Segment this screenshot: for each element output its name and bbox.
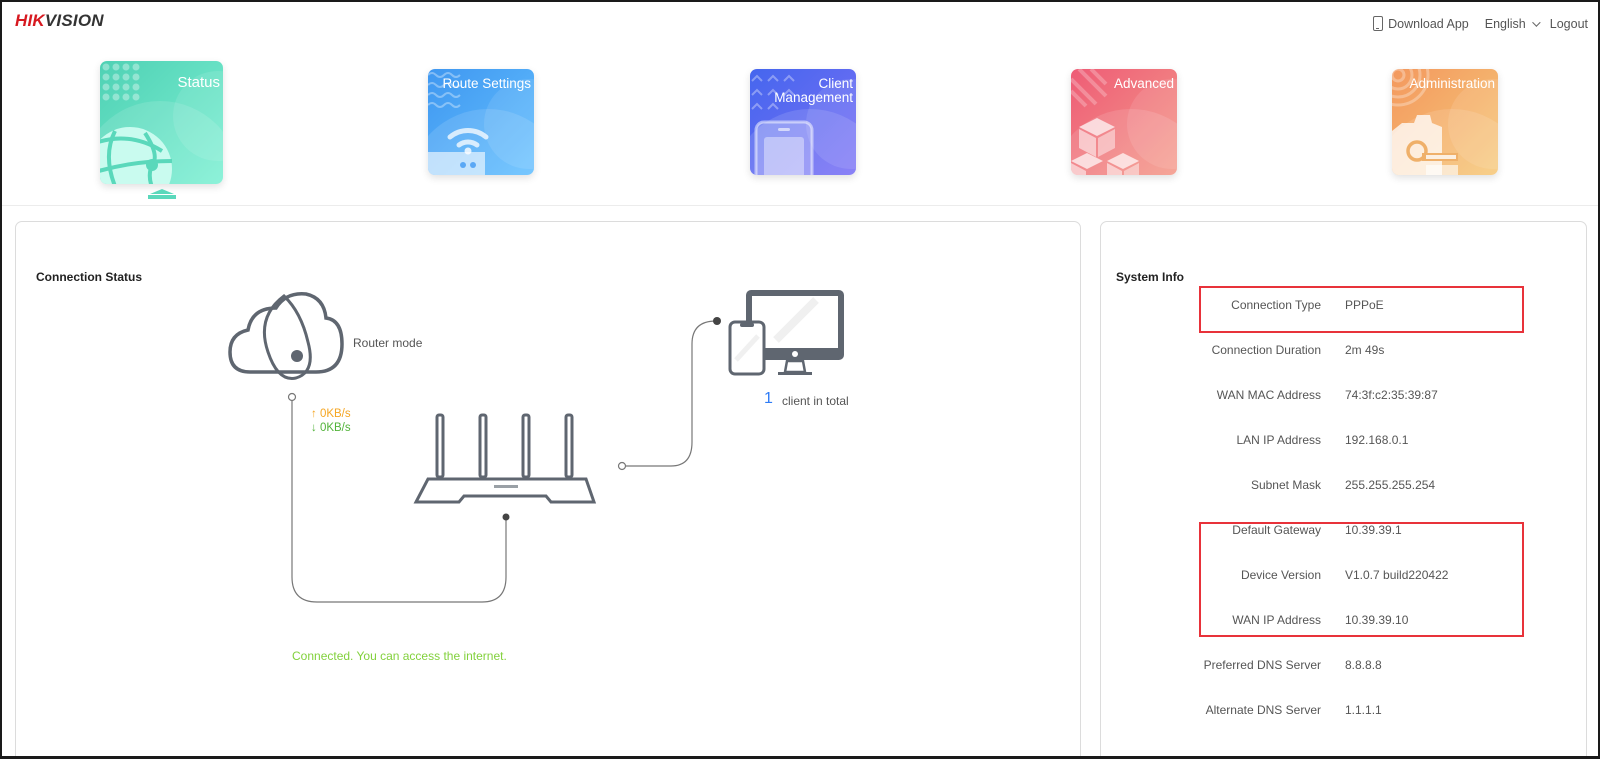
- info-row-alternate-dns: Alternate DNS Server 1.1.1.1: [1101, 703, 1588, 723]
- language-label: English: [1484, 16, 1526, 31]
- info-label: WAN MAC Address: [1216, 388, 1321, 402]
- logout-link[interactable]: Logout: [1550, 17, 1588, 31]
- client-port-dot: [713, 317, 721, 325]
- tile-decoration: [750, 109, 856, 175]
- info-row-subnet-mask: Subnet Mask 255.255.255.254: [1101, 478, 1588, 498]
- monitor-icon: [746, 290, 844, 375]
- gear-icon: [1392, 69, 1458, 175]
- nav-tile-status[interactable]: Status: [100, 61, 223, 184]
- client-count-label: client in total: [782, 394, 849, 408]
- hikvision-logo[interactable]: HIKVISION: [15, 11, 104, 31]
- logout-label: Logout: [1549, 16, 1588, 31]
- phone-icon: [751, 74, 814, 175]
- nav-tile-label: Administration: [1409, 76, 1495, 91]
- info-row-connection-type: Connection Type PPPoE: [1101, 298, 1588, 318]
- download-speed: ↓ 0KB/s: [311, 422, 351, 434]
- info-value: PPPoE: [1345, 298, 1384, 312]
- nav-tile-label: Client Management: [774, 76, 853, 105]
- nav-tile-administration[interactable]: Administration: [1392, 69, 1498, 175]
- client-count[interactable]: 1: [764, 390, 773, 407]
- nav-tile-label: Advanced: [1113, 76, 1174, 91]
- info-value: 192.168.0.1: [1345, 433, 1409, 447]
- download-app-label: Download App: [1388, 16, 1469, 31]
- info-label: Connection Type: [1231, 298, 1321, 312]
- nav-tile-label: Status: [177, 74, 220, 91]
- info-row-wan-ip: WAN IP Address 10.39.39.10: [1101, 613, 1588, 633]
- router-led: [494, 485, 518, 488]
- panel-title: System Info: [1116, 270, 1185, 284]
- info-value: 1.1.1.1: [1345, 703, 1382, 717]
- main-nav: Status Route Settings: [0, 0, 1600, 206]
- info-value: 8.8.8.8: [1345, 658, 1382, 672]
- cloud-icon: [228, 292, 344, 380]
- info-value: 255.255.255.254: [1345, 478, 1436, 492]
- lan-link-line: [626, 320, 717, 467]
- router-mode-label: Router mode: [353, 336, 423, 350]
- info-label: Alternate DNS Server: [1205, 703, 1321, 717]
- info-row-default-gateway: Default Gateway 10.39.39.1: [1101, 523, 1588, 543]
- info-row-connection-duration: Connection Duration 2m 49s: [1101, 343, 1588, 363]
- upload-speed: ↑ 0KB/s: [311, 408, 351, 420]
- info-value: 74:3f:c2:35:39:87: [1345, 388, 1438, 402]
- info-row-device-version: Device Version V1.0.7 build220422: [1101, 568, 1588, 588]
- info-value: 2m 49s: [1345, 343, 1385, 357]
- info-row-wan-mac: WAN MAC Address 74:3f:c2:35:39:87: [1101, 388, 1588, 408]
- info-label: Preferred DNS Server: [1203, 658, 1321, 672]
- wan-link-line: [291, 401, 507, 603]
- router-icon: [413, 413, 597, 504]
- language-select[interactable]: English: [1484, 16, 1541, 31]
- connection-status-panel: Connection Status: [15, 221, 1081, 759]
- smartphone-icon: [728, 320, 766, 376]
- info-label: Subnet Mask: [1250, 478, 1321, 492]
- download-app-link[interactable]: Download App: [1373, 16, 1469, 31]
- top-bar: Download App English Logout: [1373, 16, 1588, 31]
- info-row-preferred-dns: Preferred DNS Server 8.8.8.8: [1101, 658, 1588, 678]
- info-label: LAN IP Address: [1236, 433, 1322, 447]
- system-info-panel: System Info Connection Type PPPoE Connec…: [1100, 221, 1587, 759]
- nav-tile-route-settings[interactable]: Route Settings: [428, 69, 534, 175]
- connector-endpoint: [287, 392, 297, 402]
- active-tab-indicator: [148, 189, 176, 199]
- connection-diagram: [228, 290, 844, 603]
- panel-title: Connection Status: [36, 270, 143, 284]
- info-label: Connection Duration: [1211, 343, 1321, 357]
- cloud-node-dot: [291, 350, 303, 362]
- info-row-lan-ip: LAN IP Address 192.168.0.1: [1101, 433, 1588, 453]
- connector-endpoint: [617, 461, 627, 471]
- nav-tile-client-management[interactable]: Client Management: [750, 69, 856, 175]
- info-label: Default Gateway: [1232, 523, 1321, 537]
- info-value: 10.39.39.10: [1345, 613, 1409, 627]
- info-value: 10.39.39.1: [1345, 523, 1402, 537]
- nav-tile-advanced[interactable]: Advanced: [1071, 69, 1177, 175]
- cubes-icon: [1071, 69, 1139, 175]
- info-label: WAN IP Address: [1232, 613, 1321, 627]
- logo-hik: HIK: [15, 11, 45, 30]
- wifi-router-icon: [428, 72, 489, 175]
- nav-tile-label: Route Settings: [442, 76, 531, 91]
- info-value: V1.0.7 build220422: [1345, 568, 1449, 582]
- globe-icon: [100, 63, 173, 184]
- connection-message: Connected. You can access the internet.: [292, 649, 507, 663]
- info-label: Device Version: [1240, 568, 1321, 582]
- mobile-phone-icon: [1373, 16, 1384, 31]
- logo-vision: VISION: [44, 11, 104, 30]
- router-port-dot: [502, 513, 510, 521]
